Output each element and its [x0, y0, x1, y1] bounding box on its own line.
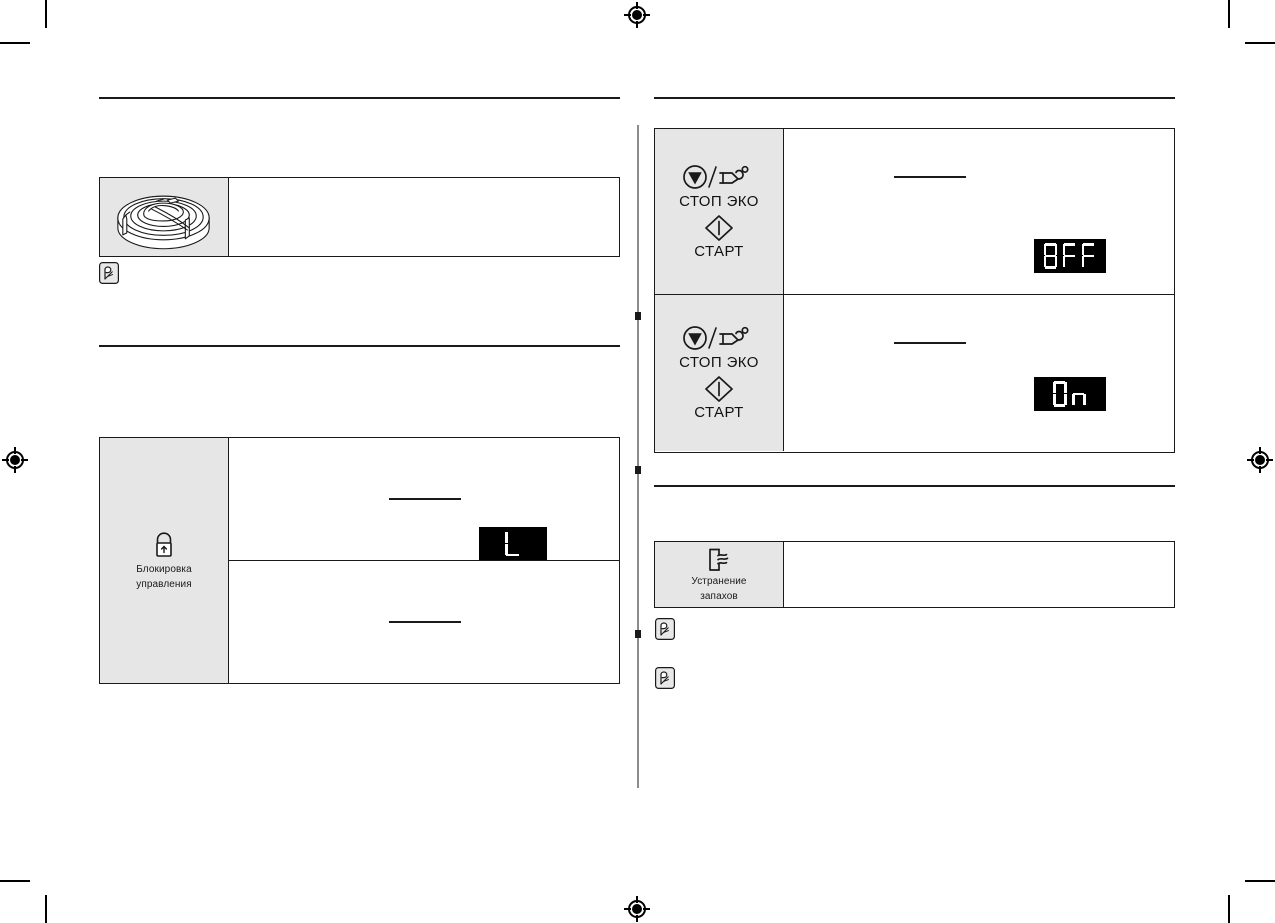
eco-mode-table: СТОП ЭКО СТАРТ	[654, 128, 1175, 453]
seven-segment-char	[1081, 243, 1097, 269]
left-section-two-rule	[99, 345, 620, 347]
seven-segment-char	[1072, 381, 1087, 407]
control-lock-label-line-2: управления	[136, 578, 192, 590]
padlock-icon	[156, 531, 172, 557]
eco-on-description-cell	[784, 295, 1174, 451]
divider-tick	[635, 466, 641, 474]
crop-mark-top-left-h	[0, 42, 30, 44]
eco-display-on	[1034, 377, 1106, 411]
deodorize-icon	[709, 548, 729, 571]
left-section-one-rule	[99, 97, 620, 99]
right-section-one-rule	[654, 97, 1175, 99]
eco-off-underline	[894, 176, 966, 178]
stop-eco-icon-group	[683, 326, 749, 350]
crop-mark-top-left-v	[45, 0, 47, 28]
control-lock-display-L	[479, 527, 547, 560]
control-lock-row-2-underline	[389, 621, 461, 623]
right-section-two-rule	[654, 485, 1175, 487]
control-lock-row-1-body	[229, 438, 619, 561]
start-diamond-icon	[705, 376, 733, 402]
control-lock-row-2-body	[229, 561, 619, 683]
deodorize-table: Устранение запахов	[654, 541, 1175, 608]
deodorize-icon-cell: Устранение запахов	[655, 542, 784, 607]
crop-mark-top-right-h	[1245, 42, 1275, 44]
control-lock-icon-cell: Блокировка управления	[100, 438, 229, 683]
crop-mark-bottom-right-v	[1228, 895, 1230, 923]
steam-lid-description-cell	[229, 178, 619, 256]
divider-tick	[635, 312, 641, 320]
note-pencil-icon	[655, 667, 675, 689]
control-lock-table: Блокировка управления	[99, 437, 620, 684]
start-diamond-icon	[705, 214, 733, 241]
reg-mark-bottom-center	[624, 896, 650, 922]
control-lock-row-1-underline	[389, 498, 461, 500]
crop-mark-bottom-right-h	[1245, 880, 1275, 882]
eco-display-off	[1034, 239, 1106, 273]
seven-segment-char	[1062, 243, 1078, 269]
stop-eco-icon-group	[683, 164, 749, 189]
table-row: СТОП ЭКО СТАРТ	[655, 129, 1174, 294]
eco-button-label-bottom-off: СТАРТ	[694, 242, 744, 260]
eco-button-icon-cell-off: СТОП ЭКО СТАРТ	[655, 129, 784, 294]
crop-mark-bottom-left-h	[0, 880, 30, 882]
eco-off-description-cell	[784, 129, 1174, 294]
control-lock-label-line-1: Блокировка	[136, 563, 192, 575]
eco-button-label-bottom-on: СТАРТ	[694, 404, 744, 421]
eco-on-underline	[894, 342, 966, 344]
column-divider	[637, 125, 639, 788]
deodorize-description-cell	[784, 542, 1174, 607]
seven-segment-char	[505, 531, 521, 557]
eco-button-label-top-off: СТОП ЭКО	[679, 192, 759, 210]
crop-mark-top-right-v	[1228, 0, 1230, 28]
seven-segment-char	[1043, 243, 1059, 269]
note-pencil-icon	[655, 618, 675, 640]
note-pencil-icon	[99, 262, 119, 284]
microwave-steam-lid-illustration	[117, 195, 210, 250]
eco-button-icon-cell-on: СТОП ЭКО СТАРТ	[655, 295, 784, 451]
reg-mark-top-center	[624, 2, 650, 28]
steam-lid-figure-table	[99, 177, 620, 257]
deodorize-label-line-2: запахов	[700, 590, 738, 602]
reg-mark-left-middle	[2, 447, 28, 473]
deodorize-label-line-1: Устранение	[691, 575, 747, 587]
crop-mark-bottom-left-v	[45, 895, 47, 923]
table-row: СТОП ЭКО СТАРТ	[655, 294, 1174, 451]
divider-tick	[635, 630, 641, 638]
steam-lid-illustration-cell	[100, 178, 229, 256]
seven-segment-char	[1053, 381, 1068, 407]
reg-mark-right-middle	[1247, 447, 1273, 473]
eco-button-label-top-on: СТОП ЭКО	[679, 354, 759, 371]
